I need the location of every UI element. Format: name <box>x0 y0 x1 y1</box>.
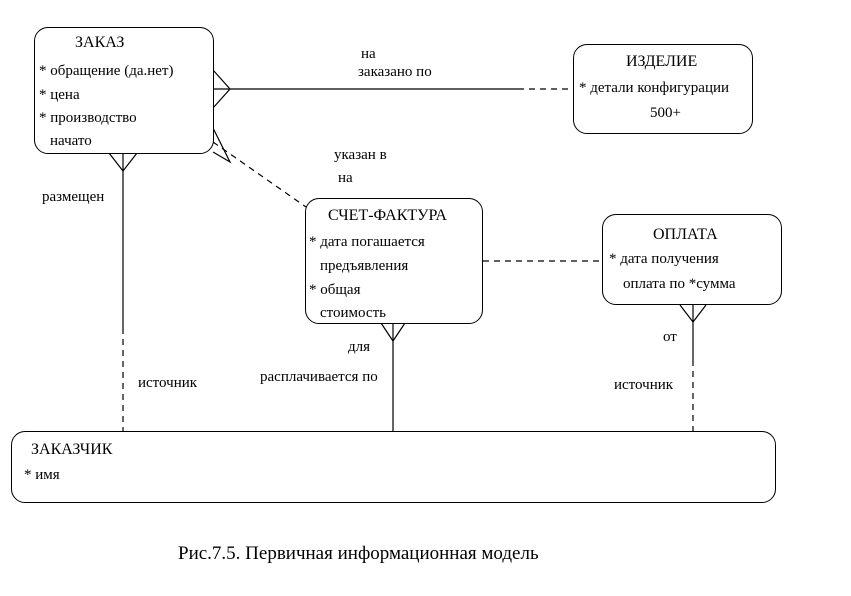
entity-zakaz: ЗАКАЗ * обращение (да.нет) * цена * прои… <box>34 27 214 154</box>
crowfoot-zakaz-schet <box>212 127 232 164</box>
entity-izdelie-attr-1: * детали конфигурации <box>579 80 730 96</box>
entity-izdelie: ИЗДЕЛИЕ * детали конфигурации 500+ <box>573 44 753 134</box>
entity-schet-attr-3: * общая <box>309 282 361 298</box>
entity-zakazchik-attr-1: * имя <box>24 467 60 483</box>
line-zakaz-schet-dashed <box>212 141 307 208</box>
figure-caption: Рис.7.5. Первичная информационная модель <box>178 543 539 564</box>
crowfoot-oplata-zakazchik <box>679 304 707 323</box>
entity-schet-attr-2: предъявления <box>320 258 409 274</box>
entity-izdelie-name: ИЗДЕЛИЕ <box>626 53 698 70</box>
crowfoot-zakaz-izdelie <box>212 69 231 109</box>
entity-zakazchik: ЗАКАЗЧИК * имя <box>11 431 776 503</box>
entity-oplata: ОПЛАТА * дата получения оплата по *сумма <box>602 214 782 305</box>
entity-zakaz-attr-4: начато <box>50 133 92 149</box>
entity-zakazchik-name: ЗАКАЗЧИК <box>31 441 113 458</box>
entity-oplata-attr-1: * дата получения <box>609 251 719 267</box>
entity-oplata-name: ОПЛАТА <box>653 226 718 243</box>
entity-zakaz-name: ЗАКАЗ <box>75 34 125 51</box>
label-zakaz-izdelie-bottom: заказано по <box>358 64 432 80</box>
label-oplata-zakazchik-bottom: источник <box>614 377 674 393</box>
entity-zakaz-attr-1: * обращение (да.нет) <box>39 63 174 79</box>
entity-schet-faktura: СЧЕТ-ФАКТУРА * дата погашается предъявле… <box>305 198 483 324</box>
label-zakaz-izdelie-top: на <box>361 46 376 62</box>
entity-zakaz-attr-2: * цена <box>39 87 80 103</box>
entity-schet-attr-4: стоимость <box>320 305 386 321</box>
entity-schet-attr-1: * дата погашается <box>309 234 425 250</box>
label-zakaz-zakazchik-top: размещен <box>42 189 105 205</box>
label-zakaz-schet-bottom: на <box>338 170 353 186</box>
label-zakaz-zakazchik-bottom: источник <box>138 375 198 391</box>
label-schet-zakazchik-top: для <box>348 339 371 355</box>
label-oplata-zakazchik-top: от <box>663 329 677 345</box>
entity-schet-name: СЧЕТ-ФАКТУРА <box>328 207 447 224</box>
entity-oplata-attr-2: оплата по *сумма <box>623 276 736 292</box>
crowfoot-zakaz-zakazchik <box>108 152 138 172</box>
entity-izdelie-attr-2: 500+ <box>650 105 681 121</box>
crowfoot-schet-zakazchik <box>380 322 406 343</box>
label-schet-zakazchik-bottom: расплачивается по <box>260 369 378 385</box>
entity-zakaz-attr-3: * производство <box>39 110 137 126</box>
label-zakaz-schet-top: указан в <box>334 147 387 163</box>
